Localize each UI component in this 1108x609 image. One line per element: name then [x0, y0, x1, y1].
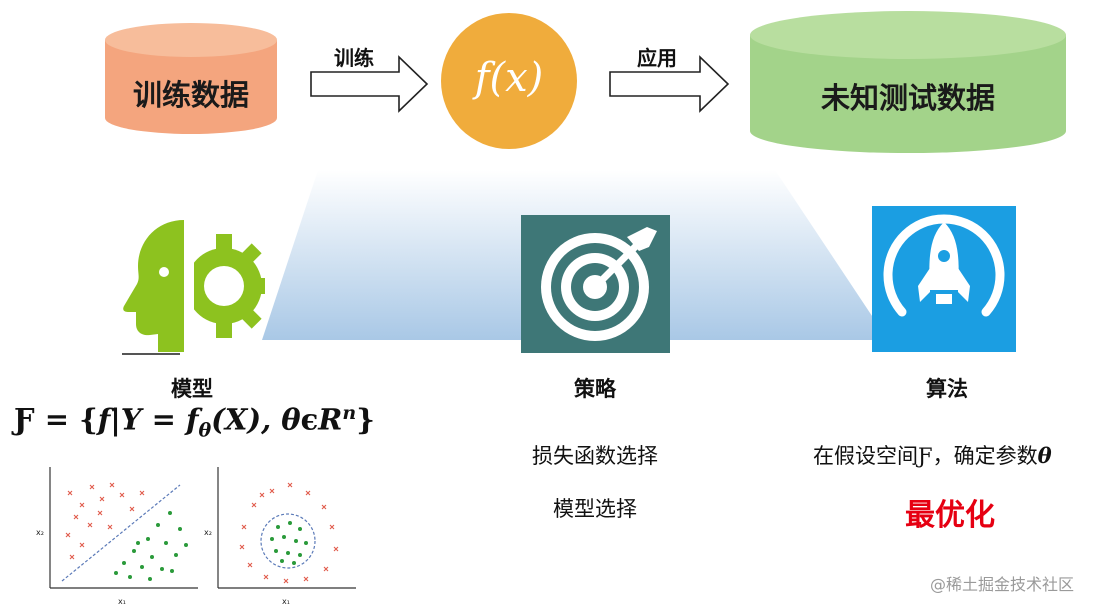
model-formula: Ƒ = {f|Y = fθ(X), θϵRn}	[14, 402, 375, 442]
unknown-data-label: 未知测试数据	[820, 81, 995, 115]
class-a-crosses	[239, 482, 339, 584]
strategy-model-selection: 模型选择	[553, 497, 637, 521]
model-title: 模型	[171, 377, 213, 401]
strategy-title: 策略	[574, 377, 616, 401]
formula-hypothesis-space: Ƒ	[14, 402, 35, 437]
class-a-crosses	[65, 482, 145, 560]
head-gear-icon	[122, 220, 265, 356]
algorithm-title: 算法	[926, 377, 968, 401]
apply-arrow-label: 应用	[637, 46, 677, 70]
optimization-highlight: 最优化	[905, 498, 995, 533]
rocket-icon	[872, 206, 1016, 352]
unknown-data-cylinder: 未知测试数据	[748, 7, 1068, 157]
watermark: @稀土掘金技术社区	[930, 575, 1075, 594]
algorithm-description: 在假设空间Ƒ，确定参数θ	[813, 443, 1052, 468]
training-data-cylinder: 训练数据	[103, 20, 279, 136]
apply-arrow-icon	[609, 55, 730, 113]
left-plot-xlabel: x₁	[118, 597, 126, 606]
function-circle: f(x)	[441, 13, 577, 149]
function-symbol: f(x)	[474, 55, 544, 101]
training-data-label: 训练数据	[132, 78, 249, 112]
train-arrow-label: 训练	[334, 46, 374, 70]
strategy-loss-function: 损失函数选择	[532, 444, 658, 468]
cylinder-shape	[750, 11, 1066, 153]
right-plot-ylabel: x₂	[204, 528, 212, 537]
class-b-dots	[114, 511, 188, 581]
right-plot-xlabel: x₁	[282, 597, 290, 606]
train-arrow-icon	[310, 55, 429, 113]
left-plot-ylabel: x₂	[36, 528, 44, 537]
target-arrow-icon	[521, 215, 670, 353]
cylinder-shape	[105, 23, 277, 134]
circular-scatter-plot: x₂ x₁	[204, 467, 356, 606]
linear-scatter-plot: x₂ x₁	[36, 467, 198, 606]
class-b-dots	[270, 521, 308, 565]
